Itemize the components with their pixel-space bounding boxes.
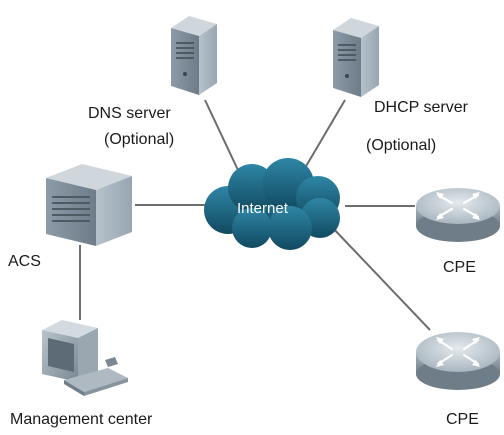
dhcp-server-icon	[333, 18, 379, 97]
dns-server-label: DNS server	[88, 105, 171, 122]
cpe-bottom-router-icon	[416, 332, 500, 390]
internet-label: Internet	[237, 200, 288, 217]
acs-server-icon	[46, 164, 132, 246]
dns-server-icon	[171, 16, 217, 95]
cpe-bottom-label: CPE	[446, 411, 479, 428]
link-internet-cpe-bottom	[329, 224, 431, 331]
dns-server-optional-label: (Optional)	[104, 131, 175, 148]
cpe-top-label: CPE	[443, 259, 476, 276]
cpe-top-router-icon	[416, 188, 500, 242]
dhcp-server-label: DHCP server	[374, 99, 468, 116]
management-center-label: Management center	[10, 411, 153, 428]
acs-label: ACS	[8, 253, 41, 270]
dhcp-server-optional-label: (Optional)	[366, 137, 437, 154]
internet-cloud-icon	[204, 158, 340, 250]
management-pc-icon	[42, 320, 128, 396]
